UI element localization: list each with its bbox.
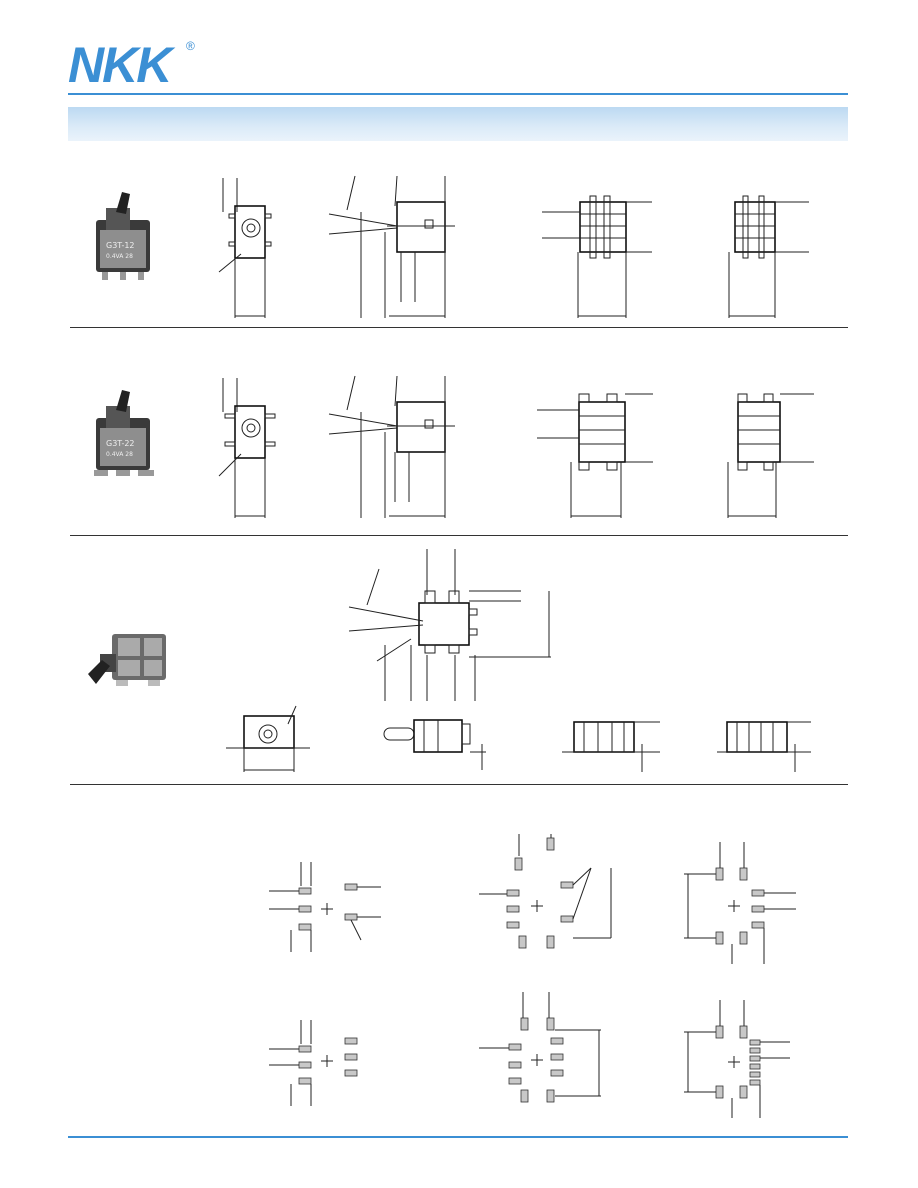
svg-text:G3T-12: G3T-12	[106, 241, 135, 250]
pcb-layout-1a	[269, 862, 381, 952]
pcb-layout-3b	[684, 1000, 790, 1118]
footer-rule	[68, 1136, 848, 1138]
side-view-drawing-row3	[348, 549, 551, 701]
svg-text:NKK: NKK	[68, 38, 176, 88]
svg-text:0.4VA 28: 0.4VA 28	[106, 253, 133, 260]
bottom-view-drawing-row1a	[542, 195, 652, 318]
front-view-drawing-row3	[226, 705, 310, 772]
bottom-view-drawing-row2b	[727, 393, 814, 518]
product-photo-g3t-22: G3T-22 0.4VA 28	[94, 390, 154, 476]
product-photo-right-angle	[88, 634, 166, 686]
nkk-logo: NKK ®	[68, 38, 195, 88]
bottom-view-drawing-row1b	[728, 195, 809, 318]
section-divider-2	[70, 535, 848, 536]
section-divider-1	[70, 327, 848, 328]
top-view-drawing-row3	[383, 719, 486, 770]
product-photo-g3t-12: G3T-12 0.4VA 28	[96, 192, 150, 280]
svg-text:0.4VA 28: 0.4VA 28	[106, 451, 133, 458]
bottom-view-drawing-row3a	[562, 721, 660, 772]
title-banner	[68, 107, 848, 141]
pcb-layout-2a	[479, 834, 612, 949]
side-view-drawing-row1	[328, 175, 455, 318]
svg-text:®: ®	[186, 39, 195, 53]
bottom-view-drawing-row3b	[717, 721, 811, 772]
header-rule	[68, 93, 848, 95]
front-view-drawing-row2	[218, 378, 276, 518]
side-view-drawing-row2	[328, 375, 455, 518]
svg-text:G3T-22: G3T-22	[106, 439, 135, 448]
front-view-drawing-row1	[218, 178, 272, 318]
bottom-view-drawing-row2a	[537, 393, 653, 518]
pcb-layout-3a	[684, 842, 796, 964]
section-divider-3	[70, 784, 848, 785]
pcb-layout-2b	[479, 992, 601, 1103]
pcb-layout-1b	[269, 1020, 358, 1106]
